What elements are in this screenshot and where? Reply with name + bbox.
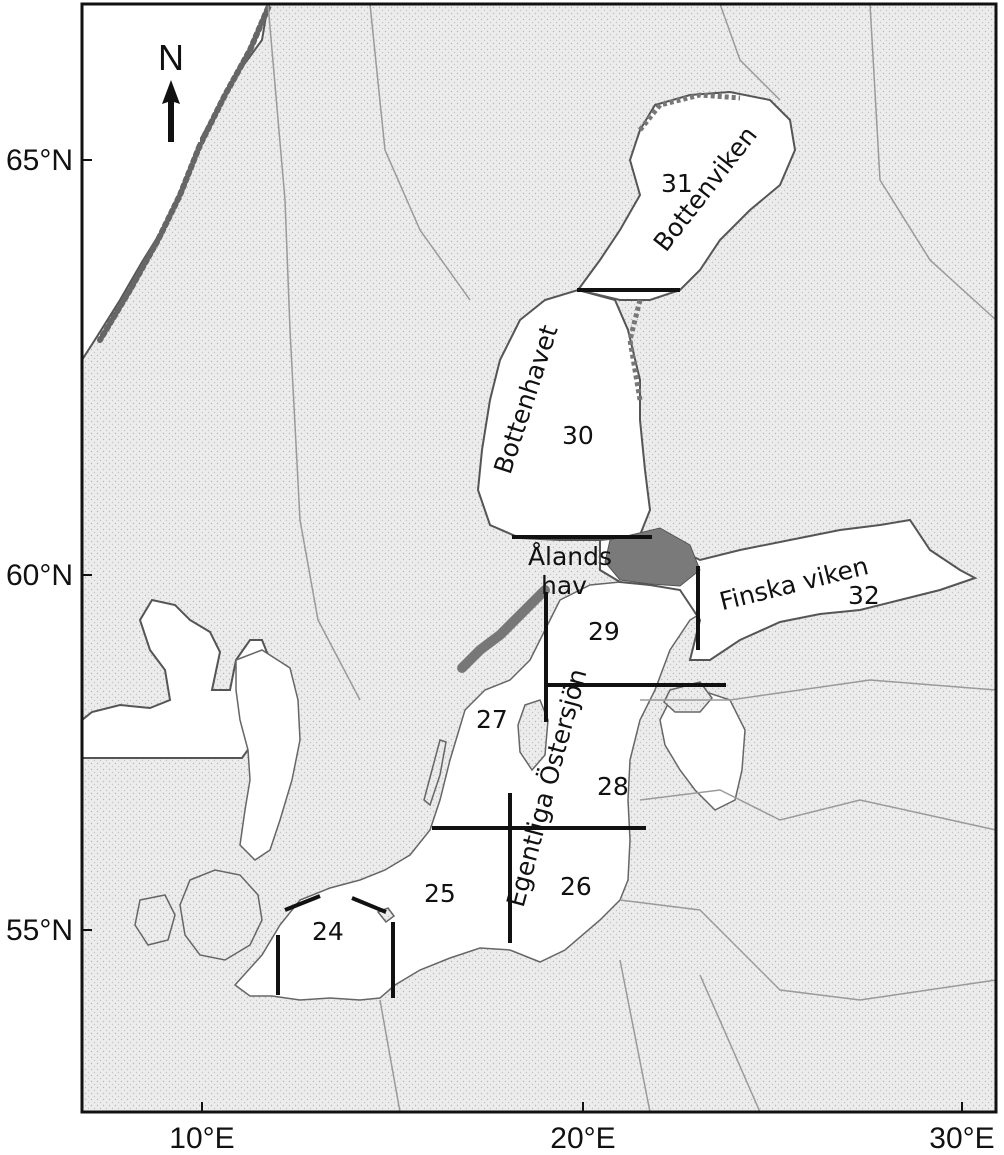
zealand-island (179, 869, 263, 961)
area-label-26: 26 (560, 872, 592, 901)
gulf-of-finland-water (599, 518, 978, 661)
area-label-25: 25 (424, 879, 456, 908)
lon-label-10: 10°E (169, 1122, 234, 1155)
funen-island (134, 894, 176, 946)
label-alands-line1: Ålands (528, 542, 612, 571)
bothnian-east-coast (627, 92, 741, 401)
lat-label-60: 60°N (6, 559, 73, 592)
axis-ticks (82, 159, 963, 1112)
aland-islands (604, 527, 701, 587)
north-letter: N (158, 37, 184, 78)
area-label-24: 24 (312, 917, 344, 946)
national-borders (267, 3, 997, 1113)
area-label-30: 30 (562, 421, 594, 450)
oland-island (423, 739, 447, 807)
lon-label-30: 30°E (929, 1122, 994, 1155)
bothnian-bay-water (576, 90, 797, 301)
bothnian-sea-water (476, 288, 652, 541)
area-label-31: 31 (661, 169, 693, 198)
kattegat-water (235, 649, 301, 861)
area-label-29: 29 (588, 617, 620, 646)
gulf-of-riga-water (659, 689, 746, 811)
norwegian-coast-islands (97, 5, 271, 343)
lon-label-20: 20°E (550, 1122, 615, 1155)
area-division-lines (276, 288, 726, 998)
area-label-28: 28 (597, 772, 629, 801)
saaremaa-island (663, 681, 713, 713)
label-alands-line2: hav (541, 571, 587, 600)
lat-label-55: 55°N (6, 914, 73, 947)
lat-label-65: 65°N (6, 144, 73, 177)
area-label-32: 32 (848, 581, 880, 610)
area-label-27: 27 (476, 705, 508, 734)
gotland-island (517, 699, 549, 772)
map-frame (80, 2, 998, 1114)
north-arrow-icon (162, 80, 180, 142)
north-arrow: N (142, 32, 200, 142)
stockholm-archipelago (457, 585, 550, 673)
